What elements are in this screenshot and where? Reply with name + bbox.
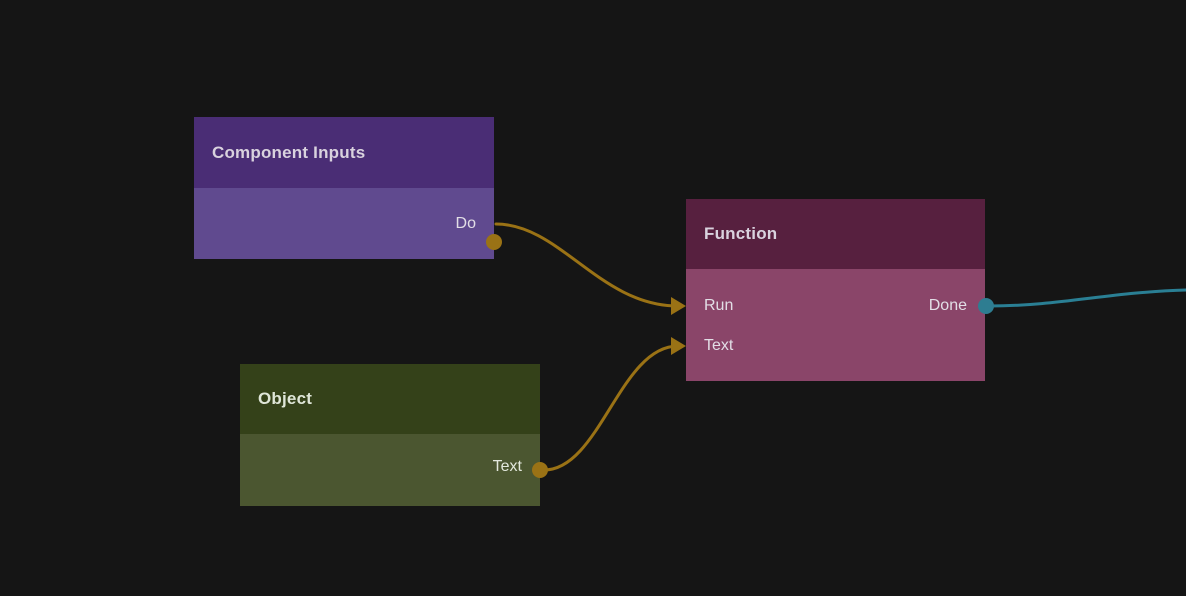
node-header-object[interactable]: Object [240, 364, 540, 434]
output-port-row-done[interactable]: Done [686, 293, 985, 319]
output-port-row-text[interactable]: Text [240, 454, 540, 480]
node-object[interactable]: Object Text [240, 364, 548, 506]
output-port-dot-done[interactable] [978, 298, 994, 314]
output-port-label-done: Done [928, 297, 967, 314]
node-function[interactable]: Function Run Text Done [671, 199, 994, 381]
input-port-arrow-text[interactable] [671, 337, 686, 355]
node-title: Object [258, 389, 313, 408]
output-port-label-do: Do [455, 215, 476, 232]
node-component-inputs[interactable]: Component Inputs Do [194, 117, 502, 259]
node-body-function: Run Text Done [686, 269, 985, 381]
node-header-function[interactable]: Function [686, 199, 985, 269]
input-port-arrow-run[interactable] [671, 297, 686, 315]
input-port-row-run[interactable]: Run [686, 293, 985, 319]
input-port-label-run: Run [704, 297, 734, 314]
output-port-dot-text[interactable] [532, 462, 548, 478]
node-header-component-inputs[interactable]: Component Inputs [194, 117, 494, 188]
node-body-object: Text [240, 434, 540, 506]
output-port-dot-do[interactable] [486, 234, 502, 250]
node-title: Component Inputs [212, 142, 366, 162]
wire-done-outgoing[interactable] [988, 288, 1186, 308]
output-port-row-do[interactable]: Do [194, 211, 494, 237]
wire-do-to-run[interactable] [494, 222, 680, 308]
node-body-component-inputs: Do [194, 188, 494, 259]
output-port-label-text: Text [492, 458, 522, 475]
wire-text-to-text[interactable] [542, 344, 680, 472]
node-title: Function [704, 224, 778, 243]
input-port-label-text: Text [704, 337, 734, 354]
input-port-row-text[interactable]: Text [686, 333, 985, 359]
